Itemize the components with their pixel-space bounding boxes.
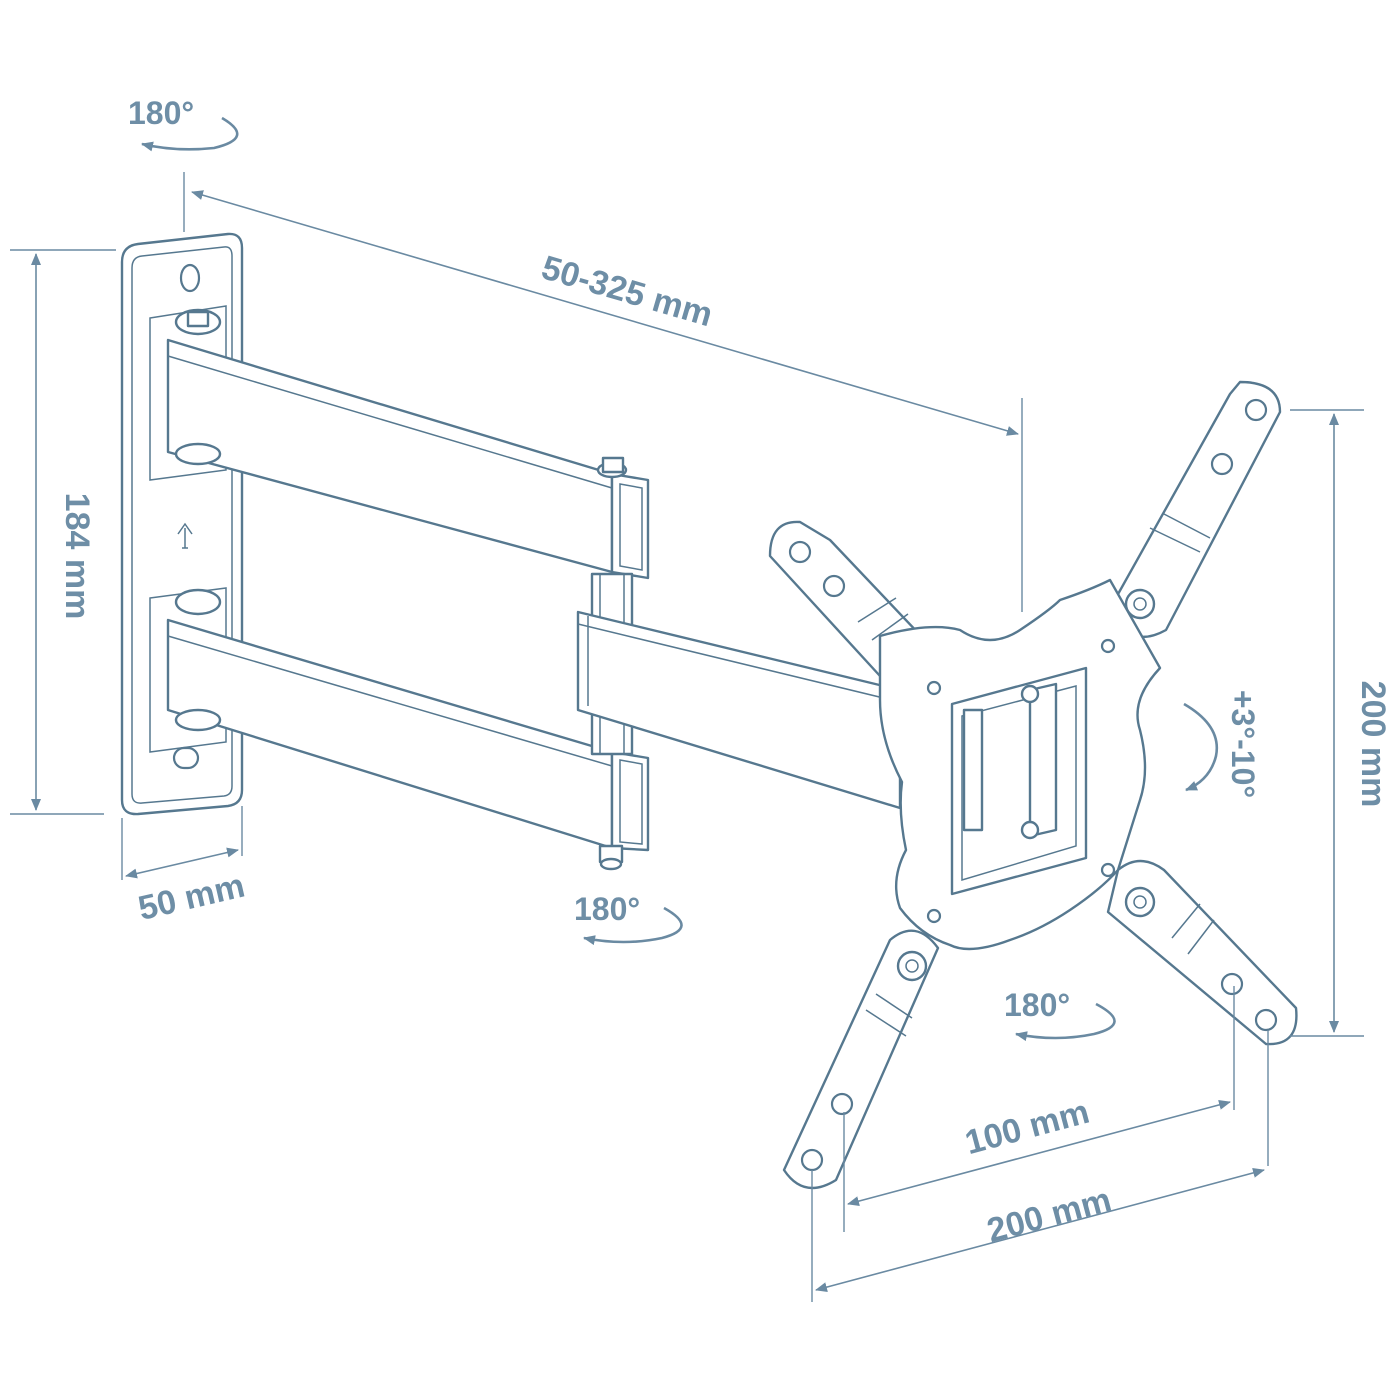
dimension-arrow-icon — [191, 190, 1019, 436]
plate-bottom-slot — [172, 746, 200, 770]
lower-arm — [166, 588, 650, 871]
plate-height-label: 184 mm — [58, 493, 96, 620]
extension-label: 50-325 mm — [537, 249, 716, 335]
vesa-horizontal-large-label: 200 mm — [983, 1181, 1115, 1250]
vesa-bracket-bottom-left — [782, 929, 940, 1190]
up-arrow-icon — [177, 522, 193, 549]
tilt-label: +3°-10° — [1225, 690, 1261, 798]
vesa-vertical-label: 200 mm — [1354, 681, 1392, 808]
wall-swivel-label: 180° — [128, 95, 194, 131]
vesa-horizontal-small-label: 100 mm — [961, 1093, 1093, 1162]
tv-head-plate — [878, 578, 1162, 951]
plate-depth-label: 50 mm — [135, 867, 249, 928]
vesa-bracket-bottom-right — [1106, 859, 1298, 1046]
rotate-arrow-icon — [141, 116, 1219, 1042]
dimension-lines — [10, 172, 1364, 1302]
vesa-bracket-top-right — [1106, 380, 1282, 639]
plate-top-hole — [179, 263, 201, 293]
arm-swivel-label: 180° — [574, 891, 640, 927]
tv-rotation-label: 180° — [1004, 987, 1070, 1023]
